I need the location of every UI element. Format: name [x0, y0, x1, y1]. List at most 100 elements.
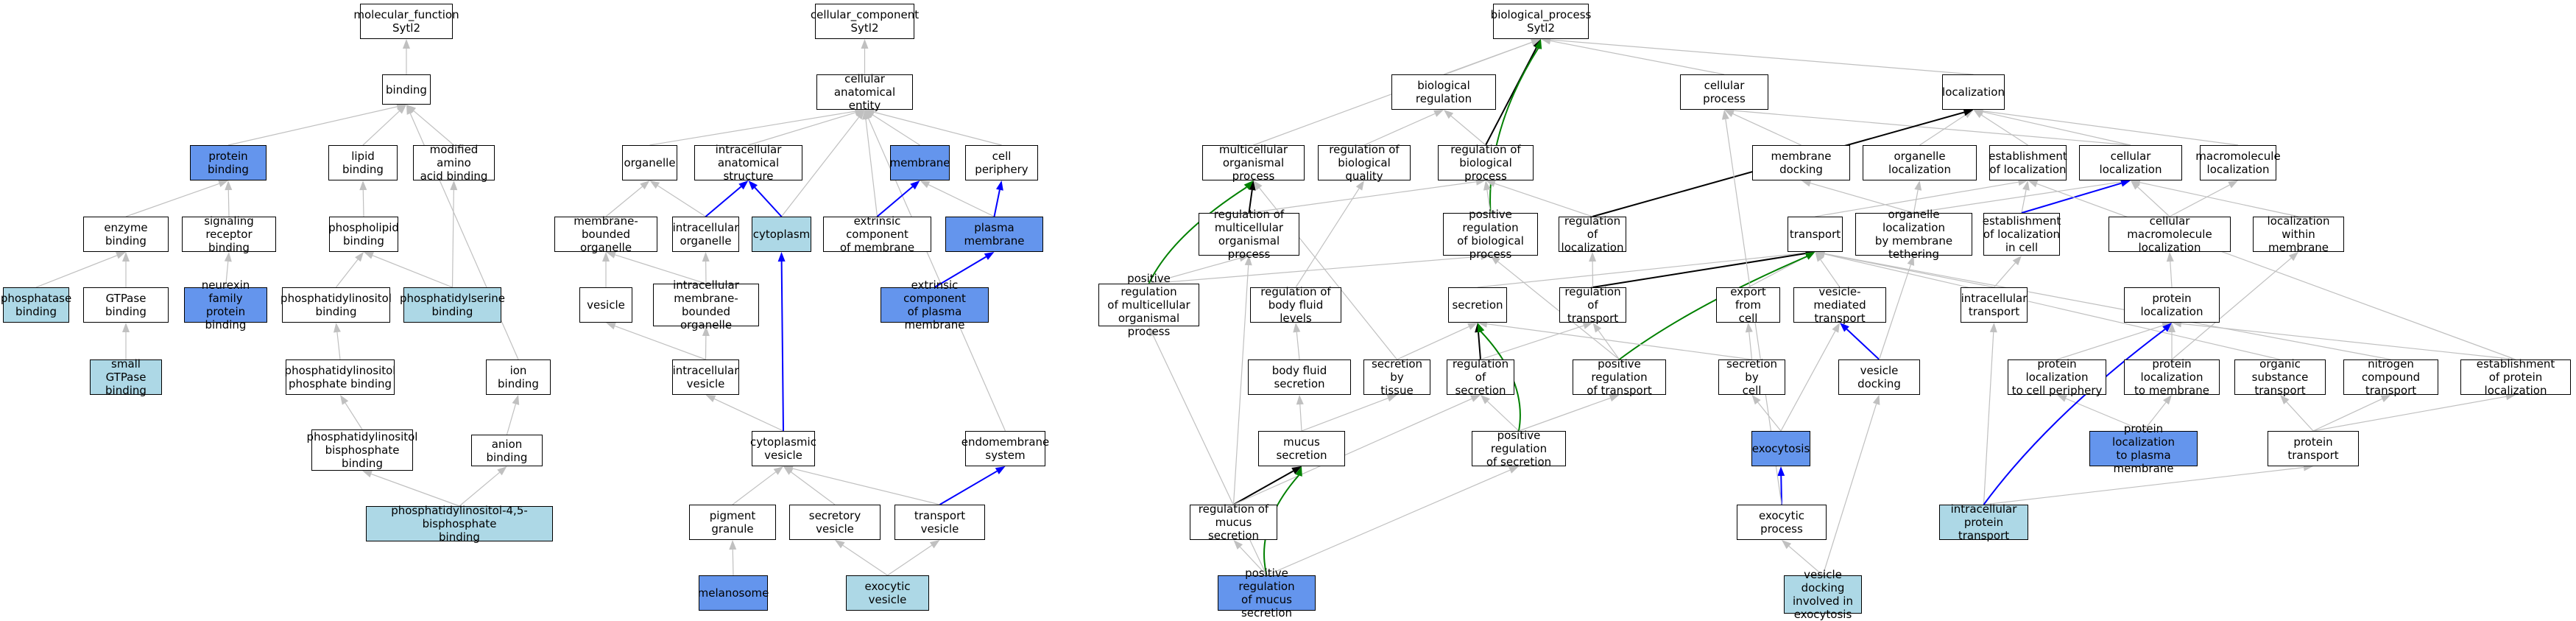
- node-phosphatidylinositol-phosphate-binding[interactable]: phosphatidylinositol phosphate binding: [286, 359, 395, 395]
- node-positive-regulation-of-mucus-secretion[interactable]: positive regulation of mucus secretion: [1218, 575, 1316, 611]
- edge-phosphatidylserine_binding-to-phospholipid_binding: [373, 256, 452, 287]
- node-establishment-of-localization-in-cell[interactable]: establishment of localization in cell: [1983, 213, 2060, 256]
- node-positive-regulation-of-biological-process[interactable]: positive regulation of biological proces…: [1443, 213, 1538, 256]
- node-gtpase-binding[interactable]: GTPase binding: [83, 287, 169, 323]
- node-lipid-binding[interactable]: lipid binding: [328, 145, 398, 180]
- node-vesicle[interactable]: vesicle: [579, 287, 632, 323]
- node-organelle-localization-by-membrane-tethering[interactable]: organelle localization by membrane tethe…: [1855, 213, 1972, 256]
- node-intracellular-protein-transport[interactable]: intracellular protein transport: [1939, 505, 2028, 540]
- edge-exocytic_vesicle-to-secretory_vesicle: [843, 545, 888, 575]
- node-establishment-of-protein-localization[interactable]: establishment of protein localization: [2460, 359, 2571, 395]
- node-cellular-anatomical-entity[interactable]: cellular anatomical entity: [816, 74, 913, 110]
- node-binding[interactable]: binding: [382, 74, 431, 105]
- node-transport-vesicle[interactable]: transport vesicle: [894, 505, 985, 540]
- edge-macromolecule_localization-to-localization: [1983, 111, 2238, 145]
- node-vesicle-docking[interactable]: vesicle docking: [1838, 359, 1920, 395]
- node-protein-localization-to-plasma-membrane[interactable]: protein localization to plasma membrane: [2089, 431, 2198, 466]
- node-regulation-of-transport[interactable]: regulation of transport: [1559, 287, 1626, 323]
- node-nitrogen-compound-transport[interactable]: nitrogen compound transport: [2343, 359, 2438, 395]
- node-transport[interactable]: transport: [1788, 217, 1843, 252]
- edge-lipid_binding-to-binding: [363, 111, 399, 145]
- node-phosphatidylinositol-4-5-bisphosphate-binding[interactable]: phosphatidylinositol-4,5-bisphosphate bi…: [366, 506, 553, 541]
- node-regulation-of-secretion[interactable]: regulation of secretion: [1447, 359, 1514, 395]
- node-phospholipid-binding[interactable]: phospholipid binding: [329, 217, 398, 252]
- node-exocytic-process[interactable]: exocytic process: [1737, 505, 1827, 540]
- node-phosphatase-binding[interactable]: phosphatase binding: [3, 287, 69, 323]
- arrowhead-extrinsic_plasma-to-plasma_membrane: [984, 252, 995, 260]
- node-intracellular-vesicle[interactable]: intracellular vesicle: [672, 359, 739, 395]
- node-protein-localization-to-cell-periphery[interactable]: protein localization to cell periphery: [2008, 359, 2106, 395]
- node-intracellular-anatomical-structure[interactable]: intracellular anatomical structure: [694, 145, 802, 180]
- node-organelle[interactable]: organelle: [622, 145, 677, 180]
- node-intracellular-membrane-bounded-organelle[interactable]: intracellular membrane-bounded organelle: [653, 284, 759, 326]
- node-neurexin-family-protein-binding[interactable]: neurexin family protein binding: [184, 287, 267, 323]
- node-organelle-localization[interactable]: organelle localization: [1863, 145, 1977, 180]
- node-cellular-localization[interactable]: cellular localization: [2079, 145, 2182, 180]
- node-positive-regulation-of-multicellular-organismal-process[interactable]: positive regulation of multicellular org…: [1098, 284, 1199, 326]
- node-anion-binding[interactable]: anion binding: [471, 435, 543, 466]
- node-secretion-by-cell[interactable]: secretion by cell: [1718, 359, 1785, 395]
- node-regulation-of-body-fluid-levels[interactable]: regulation of body fluid levels: [1250, 287, 1341, 323]
- arrowhead-pi_bisphosphate_binding-to-pi_phosphate_binding: [340, 395, 348, 405]
- node-localization-within-membrane[interactable]: localization within membrane: [2253, 217, 2344, 252]
- node-mucus-secretion[interactable]: mucus secretion: [1258, 431, 1345, 466]
- node-exocytosis[interactable]: exocytosis: [1751, 431, 1810, 466]
- node-endomembrane-system[interactable]: endomembrane system: [965, 431, 1045, 466]
- node-phosphatidylinositol-bisphosphate-binding[interactable]: phosphatidylinositol bisphosphate bindin…: [311, 429, 413, 471]
- node-membrane-docking[interactable]: membrane docking: [1752, 145, 1850, 180]
- node-vesicle-docking-involved-in-exocytosis[interactable]: vesicle docking involved in exocytosis: [1784, 575, 1862, 614]
- node-intracellular-transport[interactable]: intracellular transport: [1961, 287, 2028, 323]
- node-biological-process-root[interactable]: biological_process Sytl2: [1493, 4, 1589, 39]
- node-biological-regulation[interactable]: biological regulation: [1391, 74, 1496, 110]
- node-cellular-macromolecule-localization[interactable]: cellular macromolecule localization: [2109, 217, 2231, 252]
- node-plasma-membrane[interactable]: plasma membrane: [945, 217, 1043, 252]
- node-signaling-receptor-binding[interactable]: signaling receptor binding: [182, 217, 276, 252]
- node-regulation-of-mucus-secretion[interactable]: regulation of mucus secretion: [1190, 505, 1277, 540]
- node-membrane-bounded-organelle[interactable]: membrane-bounded organelle: [554, 217, 657, 252]
- arrowhead-phosphatidylserine_binding-to-phospholipid_binding: [364, 252, 374, 259]
- node-body-fluid-secretion[interactable]: body fluid secretion: [1248, 359, 1351, 395]
- node-pigment-granule[interactable]: pigment granule: [689, 505, 776, 540]
- node-protein-transport[interactable]: protein transport: [2268, 431, 2359, 466]
- node-vesicle-mediated-transport[interactable]: vesicle-mediated transport: [1793, 287, 1886, 323]
- node-export-from-cell[interactable]: export from cell: [1716, 287, 1780, 323]
- node-enzyme-binding[interactable]: enzyme binding: [83, 217, 169, 252]
- node-melanosome[interactable]: melanosome: [699, 575, 768, 611]
- node-secretion-by-tissue[interactable]: secretion by tissue: [1363, 359, 1430, 395]
- node-protein-localization-to-membrane[interactable]: protein localization to membrane: [2124, 359, 2220, 395]
- node-regulation-of-biological-quality[interactable]: regulation of biological quality: [1318, 145, 1411, 180]
- node-molecular-function-root[interactable]: molecular_function Sytl2: [360, 4, 453, 39]
- node-phosphatidylinositol-binding[interactable]: phosphatidylinositol binding: [282, 287, 390, 323]
- node-ion-binding[interactable]: ion binding: [486, 359, 551, 395]
- node-phosphatidylserine-binding[interactable]: phosphatidylserine binding: [403, 287, 501, 323]
- node-regulation-of-multicellular-organismal-process[interactable]: regulation of multicellular organismal p…: [1199, 213, 1299, 256]
- edge-phosphatase_binding-to-enzyme_binding: [36, 256, 117, 287]
- node-extrinsic-component-of-membrane[interactable]: extrinsic component of membrane: [823, 217, 931, 252]
- node-modified-amino-acid-binding[interactable]: modified amino acid binding: [413, 145, 495, 180]
- node-protein-binding[interactable]: protein binding: [190, 145, 267, 180]
- node-secretory-vesicle[interactable]: secretory vesicle: [789, 505, 881, 540]
- node-establishment-of-localization[interactable]: establishment of localization: [1989, 145, 2067, 180]
- node-cytoplasmic-vesicle[interactable]: cytoplasmic vesicle: [752, 431, 815, 466]
- edge-membrane_docking-to-cellular_process: [1733, 113, 1802, 145]
- node-cellular-component-root[interactable]: cellular_component Sytl2: [815, 4, 914, 39]
- node-secretion[interactable]: secretion: [1448, 287, 1507, 323]
- node-intracellular-organelle[interactable]: intracellular organelle: [672, 217, 739, 252]
- node-multicellular-organismal-process[interactable]: multicellular organismal process: [1202, 145, 1305, 180]
- node-positive-regulation-of-transport[interactable]: positive regulation of transport: [1573, 359, 1666, 395]
- node-cellular-process[interactable]: cellular process: [1680, 74, 1768, 110]
- node-exocytic-vesicle[interactable]: exocytic vesicle: [846, 575, 929, 611]
- node-membrane[interactable]: membrane: [890, 145, 950, 180]
- node-small-gtpase-binding[interactable]: small GTPase binding: [90, 359, 162, 395]
- node-positive-regulation-of-secretion[interactable]: positive regulation of secretion: [1472, 431, 1566, 466]
- node-cell-periphery[interactable]: cell periphery: [965, 145, 1038, 180]
- node-cytoplasm[interactable]: cytoplasm: [752, 217, 811, 252]
- node-extrinsic-component-of-plasma-membrane[interactable]: extrinsic component of plasma membrane: [881, 287, 989, 323]
- node-organic-substance-transport[interactable]: organic substance transport: [2234, 359, 2326, 395]
- node-regulation-of-localization[interactable]: regulation of localization: [1559, 217, 1626, 252]
- node-localization[interactable]: localization: [1942, 74, 2005, 110]
- node-macromolecule-localization[interactable]: macromolecule localization: [2200, 145, 2276, 180]
- node-regulation-of-biological-process[interactable]: regulation of biological process: [1438, 145, 1534, 180]
- node-protein-localization[interactable]: protein localization: [2124, 287, 2220, 323]
- edge-establishment_loc_cell-to-establishment_localization: [2022, 190, 2026, 213]
